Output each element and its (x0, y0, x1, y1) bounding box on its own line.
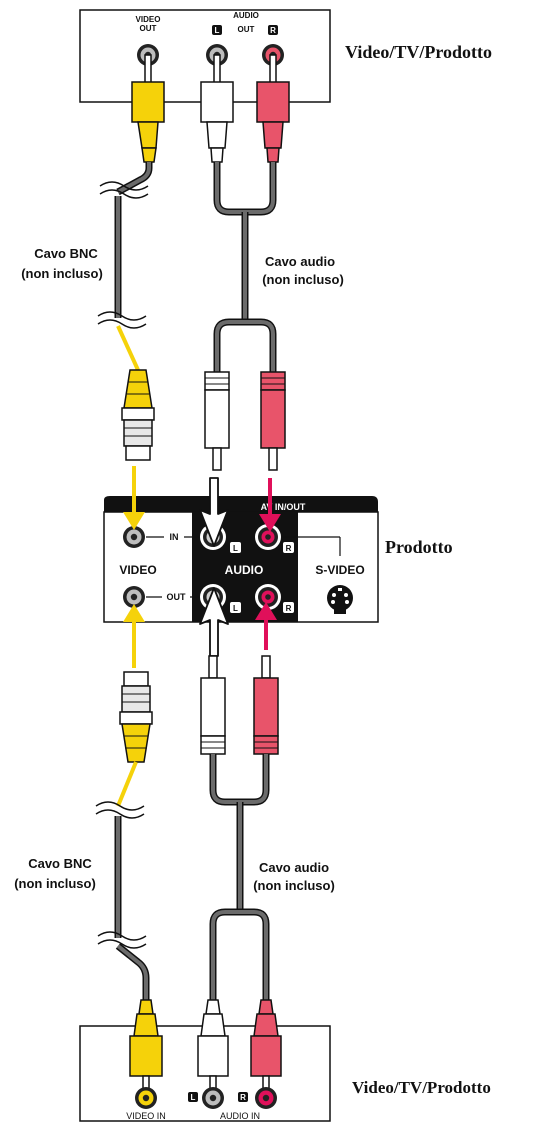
bottom-right-badge-bg (238, 1092, 248, 1102)
product-l-badge-in-bg (230, 542, 241, 553)
arrow-magenta-down-icon (259, 478, 281, 532)
audio-top-caption-1: Cavo audio (265, 254, 335, 269)
bottom-white-plug (197, 999, 229, 1097)
audio-top-caption-2: (non incluso) (262, 272, 344, 287)
product-panel: AV IN/OUT IN OUT VIDEO AUDIO S-VIDEO (103, 496, 379, 623)
out-label: OUT (167, 592, 187, 602)
top-yellow-plug (131, 54, 165, 163)
bnc-connector-top (121, 369, 155, 461)
video-out-label-2: OUT (140, 24, 157, 33)
lower-red-plug (253, 655, 279, 755)
left-badge-bg (212, 25, 222, 35)
audio-out-label-2: OUT (238, 25, 255, 34)
audio-label: AUDIO (225, 563, 264, 577)
product-label: Prodotto (385, 537, 453, 557)
product-audio-out-right-jack (255, 584, 281, 610)
bottom-bnc-cable (95, 761, 150, 1000)
arrow-white-down-icon (199, 477, 229, 547)
bnc-bottom-caption-1: Cavo BNC (28, 856, 92, 871)
bottom-audio-cable (209, 754, 270, 1000)
bottom-red-plug (250, 999, 282, 1097)
bottom-right-badge: R (240, 1093, 246, 1102)
top-bnc-cable (97, 162, 153, 371)
video-out-label-1: VIDEO (136, 15, 161, 24)
bnc-top-caption-1: Cavo BNC (34, 246, 98, 261)
bnc-bottom-caption-2: (non incluso) (14, 876, 96, 891)
top-white-plug (200, 54, 234, 163)
bottom-yellow-plug (129, 999, 163, 1097)
bnc-connector-bottom (119, 671, 153, 763)
svideo-label: S-VIDEO (315, 563, 364, 577)
audio-in-right-jack (255, 1087, 277, 1109)
video-label: VIDEO (119, 563, 156, 577)
audio-in-label: AUDIO IN (220, 1111, 260, 1121)
product-r-badge-out-bg (283, 602, 294, 613)
in-label: IN (170, 532, 179, 542)
product-r-badge-out: R (286, 604, 292, 613)
svideo-jack-icon (327, 585, 353, 614)
video-in-label: VIDEO IN (126, 1111, 166, 1121)
arrow-magenta-up-icon (255, 602, 277, 650)
lower-white-plug (200, 655, 226, 755)
product-l-badge-out-bg (230, 602, 241, 613)
right-badge-bg (268, 25, 278, 35)
left-badge: L (215, 26, 220, 35)
product-r-badge-in-bg (283, 542, 294, 553)
upper-red-plug (260, 371, 286, 471)
audio-bottom-caption-1: Cavo audio (259, 860, 329, 875)
bottom-left-badge: L (191, 1093, 196, 1102)
top-device-label: Video/TV/Prodotto (345, 42, 492, 62)
audio-in-left-jack (202, 1087, 224, 1109)
audio-out-label-1: AUDIO (233, 11, 259, 20)
arrow-yellow-down-icon (123, 466, 145, 530)
audio-bottom-caption-2: (non incluso) (253, 878, 335, 893)
video-in-jack (135, 1087, 157, 1109)
product-audio-in-right-jack (255, 524, 281, 550)
arrow-white-up-icon (199, 587, 229, 657)
product-r-badge-in: R (286, 544, 292, 553)
arrow-yellow-up-icon (123, 604, 145, 668)
product-l-badge-out: L (233, 604, 238, 613)
top-red-plug (256, 54, 290, 163)
top-audio-cable (213, 162, 277, 372)
bottom-left-badge-bg (188, 1092, 198, 1102)
right-badge: R (270, 26, 276, 35)
product-l-badge-in: L (233, 544, 238, 553)
bnc-top-caption-2: (non incluso) (21, 266, 103, 281)
bottom-device-label: Video/TV/Prodotto (352, 1078, 491, 1097)
av-header: AV IN/OUT (261, 502, 306, 512)
upper-white-plug (204, 371, 230, 471)
